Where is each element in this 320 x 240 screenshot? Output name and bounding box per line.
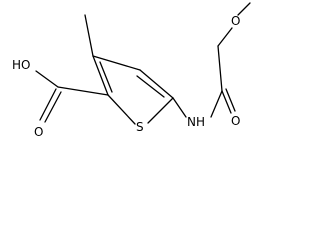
bond-c5-c4-inner (136, 75, 165, 98)
bond-s-c5 (147, 97, 174, 124)
bond-ch2-o (217, 27, 233, 47)
bond-c-oh (35, 70, 59, 88)
thiophene-ring (92, 55, 174, 125)
bond-c-o-amide-a (221, 90, 232, 114)
bond-c-o-double-a (39, 88, 57, 121)
bond-c5-c4 (139, 69, 174, 99)
bond-methyl (84, 14, 94, 57)
amide-nh-label: NH (187, 115, 205, 129)
bond-c-o-double-b (44, 91, 62, 123)
bond-c-ch2 (217, 45, 223, 92)
molecule-diagram: HO O S NH O O (12, 2, 251, 139)
bond-o-ch3 (237, 2, 251, 16)
bond-nh-c (210, 90, 223, 118)
bond-c5-nh (172, 97, 187, 118)
sulfur-label: S (136, 120, 144, 134)
acid-carbonyl-oxygen-label: O (34, 125, 43, 139)
bond-c2-cooh (57, 86, 109, 96)
bond-c4-c3 (92, 55, 141, 71)
bond-c2-s (107, 94, 136, 125)
methoxyacetamide-group (172, 2, 251, 118)
ether-oxygen-label: O (231, 14, 240, 28)
carboxylic-acid-group (35, 70, 109, 123)
bond-c3-c2 (92, 55, 109, 96)
bond-c3-c2-inner (99, 61, 113, 93)
bond-c-o-amide-b (225, 88, 236, 112)
hydroxyl-label: HO (12, 58, 30, 72)
amide-oxygen-label: O (231, 114, 240, 128)
